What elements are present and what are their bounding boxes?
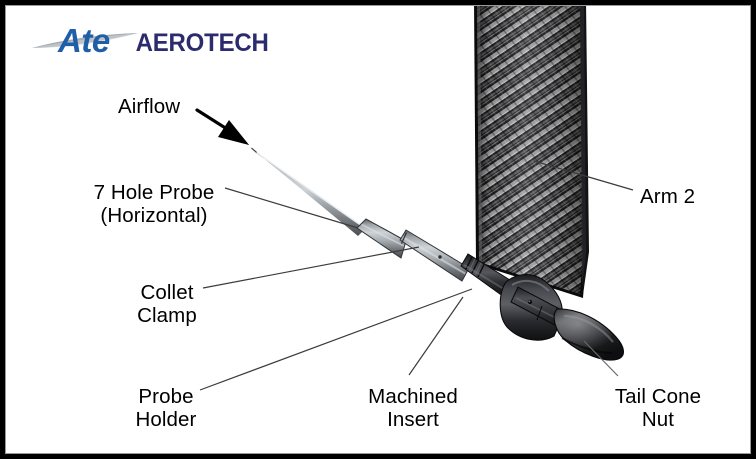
label-probe-holder: Probe Holder	[116, 385, 216, 431]
airflow-arrow	[195, 108, 249, 145]
label-seven-hole-probe: 7 Hole Probe (Horizontal)	[78, 181, 230, 227]
label-tail-line2: Nut	[641, 408, 675, 431]
label-holder-line1: Probe	[138, 385, 194, 408]
diagram-stage: Ate AEROTECH Airflow 7 Hole Probe (Horiz…	[6, 6, 750, 453]
leader-machined-insert	[408, 296, 464, 376]
leader-probe-holder	[199, 288, 473, 391]
leader-collet-clamp	[202, 246, 420, 289]
label-tail-line1: Tail Cone	[614, 385, 702, 408]
label-arm-2: Arm 2	[640, 185, 695, 208]
label-collet-clamp: Collet Clamp	[124, 281, 210, 327]
logo-word-text: AEROTECH	[136, 30, 269, 58]
label-collet-line1: Collet	[140, 281, 194, 304]
probe-shoulder	[356, 218, 407, 259]
label-machined-line1: Machined	[368, 385, 458, 408]
probe-assembly-illustration	[195, 6, 634, 391]
image-canvas: Ate AEROTECH Airflow 7 Hole Probe (Horiz…	[5, 5, 751, 454]
label-machined-insert: Machined Insert	[352, 385, 474, 431]
leader-tail-cone-nut	[583, 340, 619, 377]
tail-cone-nut	[553, 308, 624, 361]
label-collet-line2: Clamp	[137, 304, 197, 327]
label-airflow-line1: Airflow	[118, 95, 181, 118]
collet-clamp	[399, 229, 470, 282]
label-airflow: Airflow	[118, 95, 180, 118]
label-arm2-line1: Arm 2	[640, 185, 696, 208]
label-probe-line1: 7 Hole Probe	[93, 181, 215, 204]
arm-2-plate	[474, 6, 589, 298]
label-holder-line2: Holder	[135, 408, 197, 431]
company-logo: Ate AEROTECH	[30, 20, 280, 62]
logo-mark-text: Ate	[57, 22, 110, 59]
label-machined-line2: Insert	[387, 408, 439, 431]
leader-seven-hole-probe	[224, 187, 359, 229]
label-tail-cone-nut: Tail Cone Nut	[609, 385, 707, 431]
probe-rod	[250, 147, 365, 236]
leader-arm-2	[533, 160, 634, 191]
label-probe-line2: (Horizontal)	[100, 204, 208, 227]
